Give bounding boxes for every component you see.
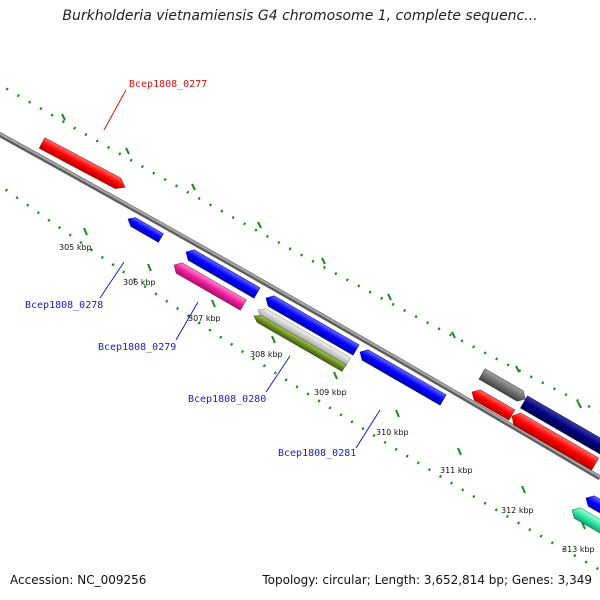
tick-mark [521, 485, 526, 494]
tick-mark [321, 257, 326, 265]
tick-mark [211, 299, 216, 308]
tick-mark [147, 263, 152, 272]
tick-label: 306 kbp [123, 278, 156, 287]
tick-label: 308 kbp [250, 350, 283, 359]
gene-red-311a[interactable] [469, 387, 516, 421]
tick-mark [191, 183, 196, 191]
gene-label-bcep1808-0279[interactable]: Bcep1808_0279 [98, 342, 176, 353]
tick-label: 305 kbp [59, 243, 92, 252]
gene-label-bcep1808-0278[interactable]: Bcep1808_0278 [25, 300, 103, 311]
gene-label-bcep1808-0280[interactable]: Bcep1808_0280 [188, 394, 266, 405]
tick-mark [515, 365, 520, 373]
tick-label: 310 kbp [376, 428, 409, 437]
tick-label: 307 kbp [188, 314, 221, 323]
gene-label-bcep1808-0277[interactable]: Bcep1808_0277 [129, 79, 207, 90]
chromosome-backbone [0, 131, 600, 481]
tick-mark [395, 409, 400, 418]
gene-bcep1808-0280[interactable] [252, 313, 347, 372]
gene-red-311b[interactable] [509, 410, 599, 471]
tick-label: 313 kbp [562, 545, 595, 554]
gene-teal-312[interactable] [569, 505, 600, 541]
tick-label: 312 kbp [501, 506, 534, 515]
accession-label: Accession: NC_009256 [10, 573, 147, 587]
gene-blue-306[interactable] [183, 247, 261, 299]
topology-summary: Topology: circular; Length: 3,652,814 bp… [262, 573, 592, 587]
outer-major-ticks [61, 113, 582, 409]
tick-mark [457, 447, 462, 456]
gene-bcep1808-0278[interactable] [126, 215, 164, 243]
gene-forward-gray[interactable] [478, 368, 528, 404]
tick-mark [257, 221, 262, 229]
gene-blue-307[interactable] [263, 293, 360, 356]
gene-label-bcep1808-0281[interactable]: Bcep1808_0281 [278, 448, 356, 459]
gene-bcep1808-0279[interactable] [171, 260, 247, 311]
tick-label: 309 kbp [314, 388, 347, 397]
gene-bcep1808-0281[interactable] [357, 347, 447, 406]
tick-mark [387, 293, 392, 301]
tick-mark [451, 331, 456, 339]
map-title: Burkholderia vietnamiensis G4 chromosome… [62, 8, 538, 24]
tick-label: 311 kbp [440, 466, 473, 475]
gene-blue-312[interactable] [583, 493, 600, 524]
tick-mark [125, 147, 130, 155]
leader-line [265, 355, 291, 393]
tick-mark [271, 335, 276, 344]
tick-mark [83, 227, 88, 236]
tick-mark [333, 371, 338, 380]
leader-line [99, 261, 125, 299]
label-leaders [99, 89, 381, 449]
major-ticks [83, 227, 586, 530]
tick-mark [577, 401, 582, 409]
gene-bcep1808-0277[interactable] [38, 137, 128, 193]
leader-line [355, 409, 381, 449]
leader-line [175, 301, 199, 341]
leader-line [103, 89, 127, 131]
inner-tick-track [0, 183, 600, 572]
tick-mark [61, 113, 66, 121]
